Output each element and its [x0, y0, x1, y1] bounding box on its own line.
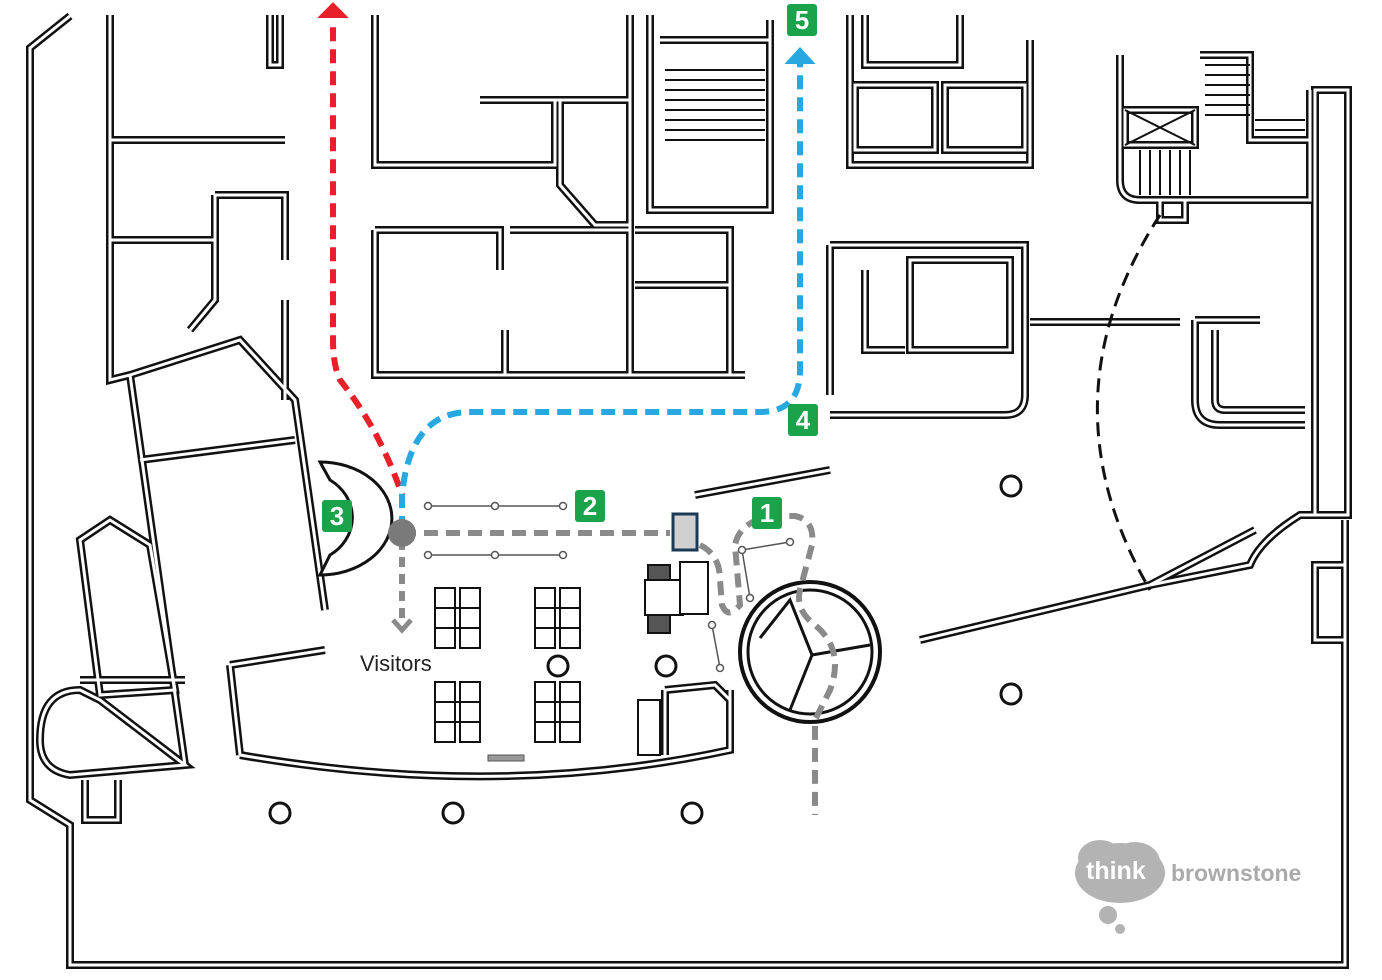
badge-2: 2	[575, 490, 605, 522]
visitors-label: Visitors	[360, 651, 432, 676]
badge-3: 3	[322, 500, 352, 532]
blue-route	[399, 60, 803, 530]
stairs-icon	[665, 64, 1305, 195]
arrow-down-icon	[391, 618, 413, 634]
badge-5: 5	[787, 4, 817, 36]
logo-brand: brownstone	[1171, 860, 1302, 886]
revolving-door	[738, 580, 882, 724]
logo-think: think	[1086, 857, 1146, 885]
columns	[268, 474, 1023, 825]
bench	[487, 754, 525, 762]
arrow-up-icon	[784, 47, 816, 64]
start-point	[388, 519, 416, 547]
seating	[434, 561, 709, 756]
badge-1: 1	[752, 497, 782, 529]
arrow-up-icon	[317, 2, 349, 18]
kiosk	[671, 512, 699, 552]
curved-partition	[1095, 214, 1162, 591]
logo-cloud	[1075, 840, 1165, 934]
stanchions	[423, 501, 795, 673]
red-route	[330, 22, 405, 530]
gray-route-entrance	[698, 513, 838, 815]
badge-4: 4	[788, 404, 818, 436]
